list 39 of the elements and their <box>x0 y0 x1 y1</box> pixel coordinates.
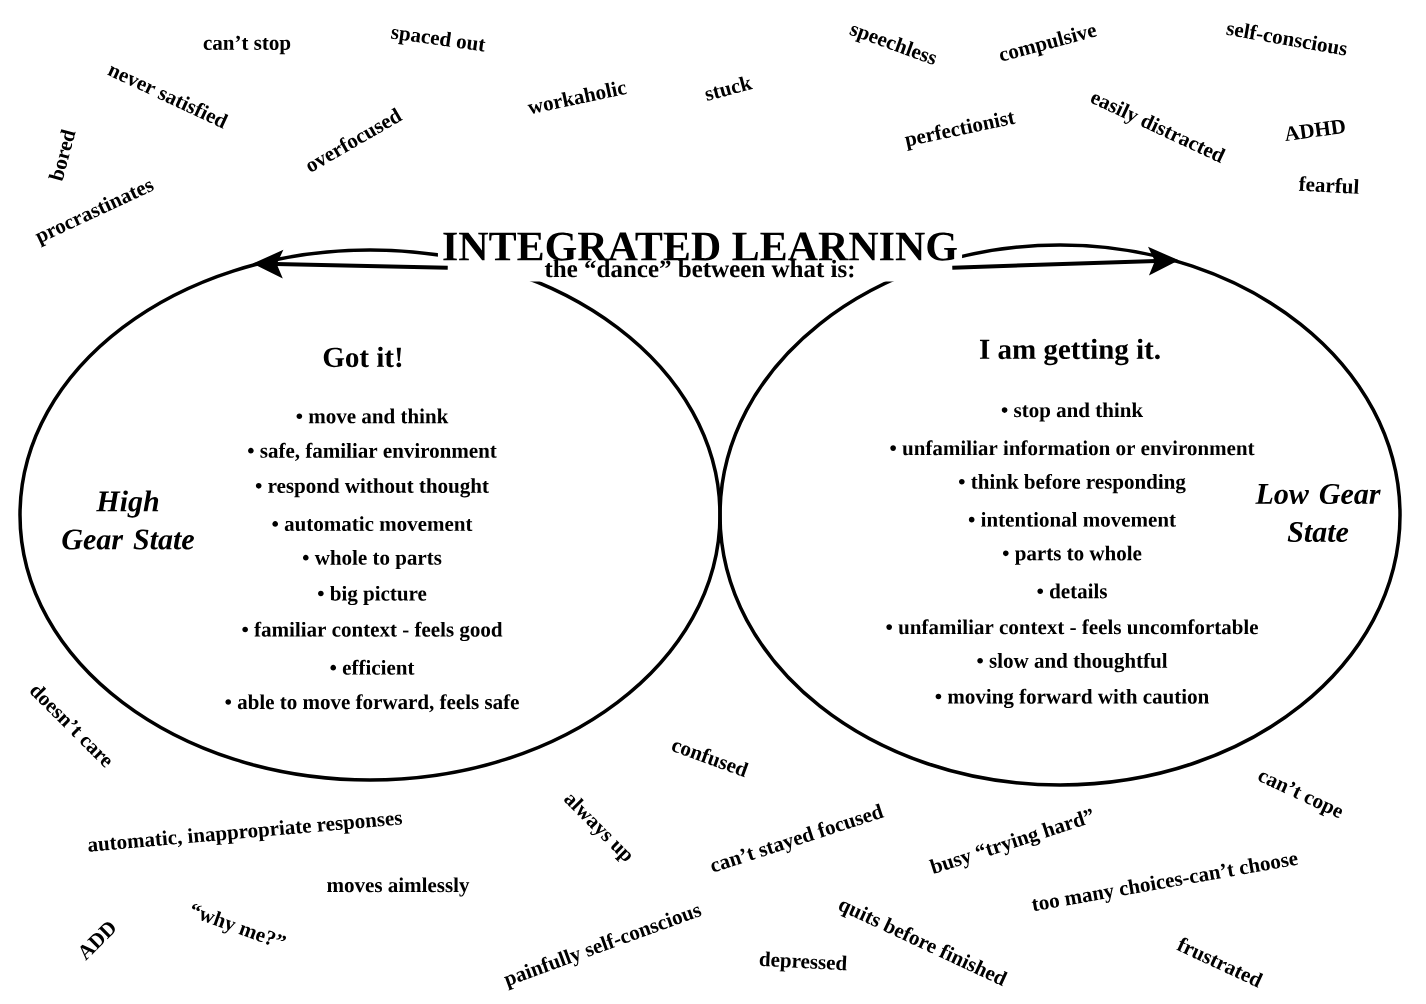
bullet-item: • unfamiliar context - feels uncomfortable <box>886 619 1258 635</box>
word-label: fearful <box>1298 176 1359 194</box>
word-label: ADHD <box>1285 119 1345 142</box>
word-label: self-conscious <box>1226 23 1347 56</box>
word-label: spaced out <box>390 29 486 52</box>
bullet-item: • parts to whole <box>1002 545 1142 565</box>
word-label: stuck <box>705 76 753 101</box>
word-label: can’t stayed focused <box>711 803 885 872</box>
word-label: can’t stop <box>203 35 291 55</box>
word-label: “why me?” <box>192 904 287 945</box>
state-label: High Gear State <box>62 490 194 550</box>
bullet-item: • familiar context - feels good <box>242 621 503 642</box>
bullet-item: • details <box>1037 583 1107 599</box>
bullet-item: • move and think <box>296 408 449 424</box>
word-label: automatic, inappropriate responses <box>88 814 403 852</box>
word-label: compulsive <box>1000 27 1097 61</box>
bullet-item: • efficient <box>330 659 415 675</box>
bullet-item: • safe, familiar environment <box>248 442 497 461</box>
word-label: confused <box>672 742 749 778</box>
word-label: bored <box>48 129 76 181</box>
word-label: workaholic <box>527 81 627 114</box>
bullet-item: • automatic movement <box>272 516 473 532</box>
word-label: depressed <box>759 951 847 972</box>
word-label: moves aimlessly <box>327 877 470 897</box>
title-text: INTEGRATED LEARNING the “dance” between what is: <box>437 228 963 282</box>
word-label: can’t cope <box>1258 772 1343 818</box>
bullet-item: • moving forward with caution <box>935 688 1209 709</box>
bullet-item: • think before responding <box>959 473 1186 494</box>
bullet-item: • unfamiliar information or environment <box>890 440 1255 456</box>
heading: I am getting it. <box>979 338 1160 366</box>
heading: Got it! <box>323 346 402 368</box>
bullet-item: • big picture <box>318 585 427 606</box>
bullet-item: • able to move forward, feels safe <box>225 694 519 713</box>
bullet-item: • slow and thoughtful <box>977 652 1168 673</box>
bullet-item: • intentional movement <box>968 512 1176 527</box>
bullet-item: • whole to parts <box>302 550 442 570</box>
state-label: Low Gear State <box>1255 483 1381 543</box>
bullet-item: • stop and think <box>1001 402 1144 422</box>
bullet-item: • respond without thought <box>255 478 489 498</box>
